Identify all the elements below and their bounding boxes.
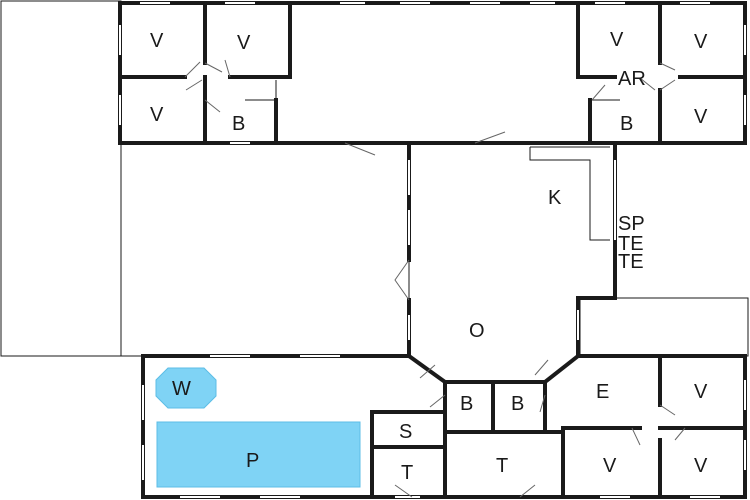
wing-top-right xyxy=(576,1,747,145)
room-label-b3: B xyxy=(460,393,473,415)
terrace-area-right xyxy=(579,297,749,357)
pool-shape xyxy=(156,421,361,488)
room-label-ar: AR xyxy=(618,68,646,90)
room-label-v2: V xyxy=(237,32,251,54)
room-label-v9: V xyxy=(694,455,708,477)
room-label-sp: SP xyxy=(618,213,645,235)
central-block xyxy=(343,131,617,358)
terrace-area xyxy=(0,0,122,357)
room-label-b2: B xyxy=(620,113,633,135)
room-label-w: W xyxy=(172,378,191,400)
room-label-v7: V xyxy=(694,381,708,403)
room-label-te1: TE xyxy=(618,233,644,255)
room-label-k: K xyxy=(548,187,562,209)
room-label-v6: V xyxy=(694,106,708,128)
whirlpool-shape xyxy=(155,367,217,409)
room-label-v8: V xyxy=(603,455,617,477)
room-label-v3: V xyxy=(150,104,164,126)
room-label-t1: T xyxy=(401,462,413,484)
room-label-te2: TE xyxy=(618,251,644,273)
room-label-t2: T xyxy=(496,455,508,477)
room-label-v4: V xyxy=(610,29,624,51)
wing-top-left xyxy=(118,1,347,145)
room-label-v5: V xyxy=(694,31,708,53)
room-label-s: S xyxy=(399,421,412,443)
room-label-p: P xyxy=(246,450,259,472)
terrace-area-mid xyxy=(120,142,410,357)
room-label-b1: B xyxy=(232,113,245,135)
room-label-o: O xyxy=(469,320,485,342)
room-label-b4: B xyxy=(511,393,524,415)
room-label-v1: V xyxy=(150,30,164,52)
wing-bottom xyxy=(141,353,747,499)
room-label-e: E xyxy=(596,381,609,403)
